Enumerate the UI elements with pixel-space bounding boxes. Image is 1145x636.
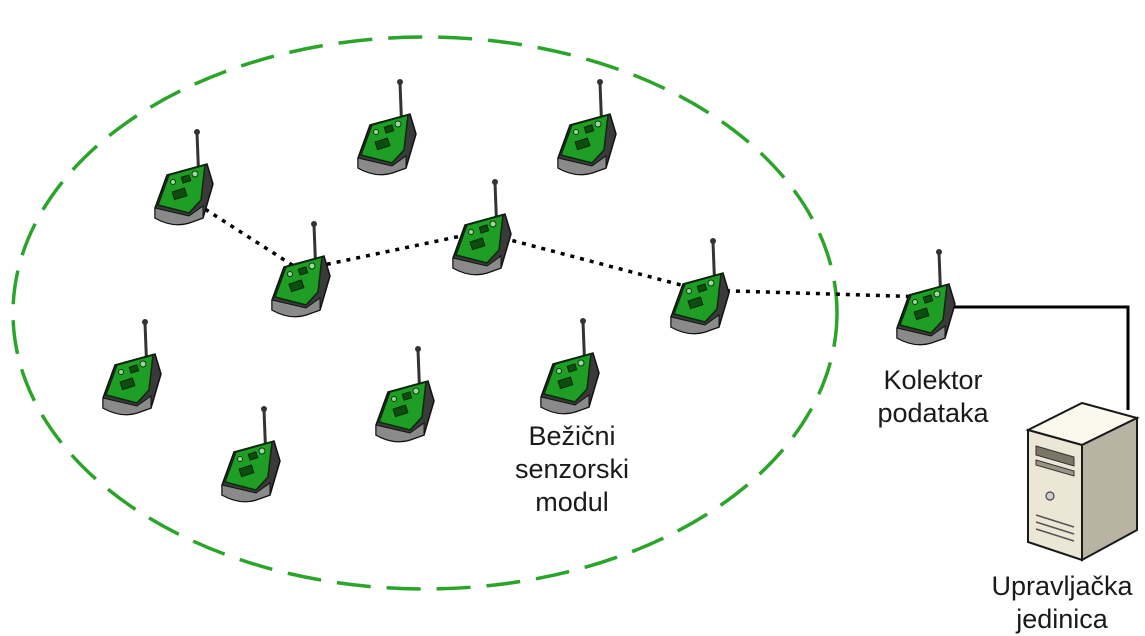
sensor-module-label: Bežični senzorski modul — [512, 420, 632, 519]
sensor-module-label-line: Bežični — [528, 421, 616, 451]
sensor-node — [101, 317, 163, 417]
routing-path — [179, 191, 929, 299]
collector-label-line: podataka — [877, 398, 989, 428]
collector-node-icon — [895, 247, 957, 347]
control-unit-label: Upravljačka jedinica — [982, 570, 1142, 636]
sensor-node — [153, 127, 215, 227]
cluster-boundary — [11, 35, 839, 591]
sensor-node — [451, 177, 513, 277]
server-tower-icon — [1025, 401, 1140, 562]
sensor-node — [539, 316, 601, 416]
sensor-node — [356, 77, 418, 177]
sensor-node — [374, 344, 436, 444]
sensor-node — [556, 77, 618, 177]
collector-label-line: Kolektor — [883, 365, 983, 395]
control-unit-label-line: Upravljačka — [991, 571, 1133, 601]
collector-label: Kolektor podataka — [868, 364, 998, 430]
sensor-module-label-line: modul — [535, 487, 609, 517]
control-unit-label-line: jedinica — [1016, 604, 1108, 634]
sensor-node — [220, 404, 282, 504]
cable-to-server — [945, 305, 1130, 410]
sensor-node — [270, 219, 332, 319]
sensor-module-label-line: senzorski — [514, 454, 630, 484]
